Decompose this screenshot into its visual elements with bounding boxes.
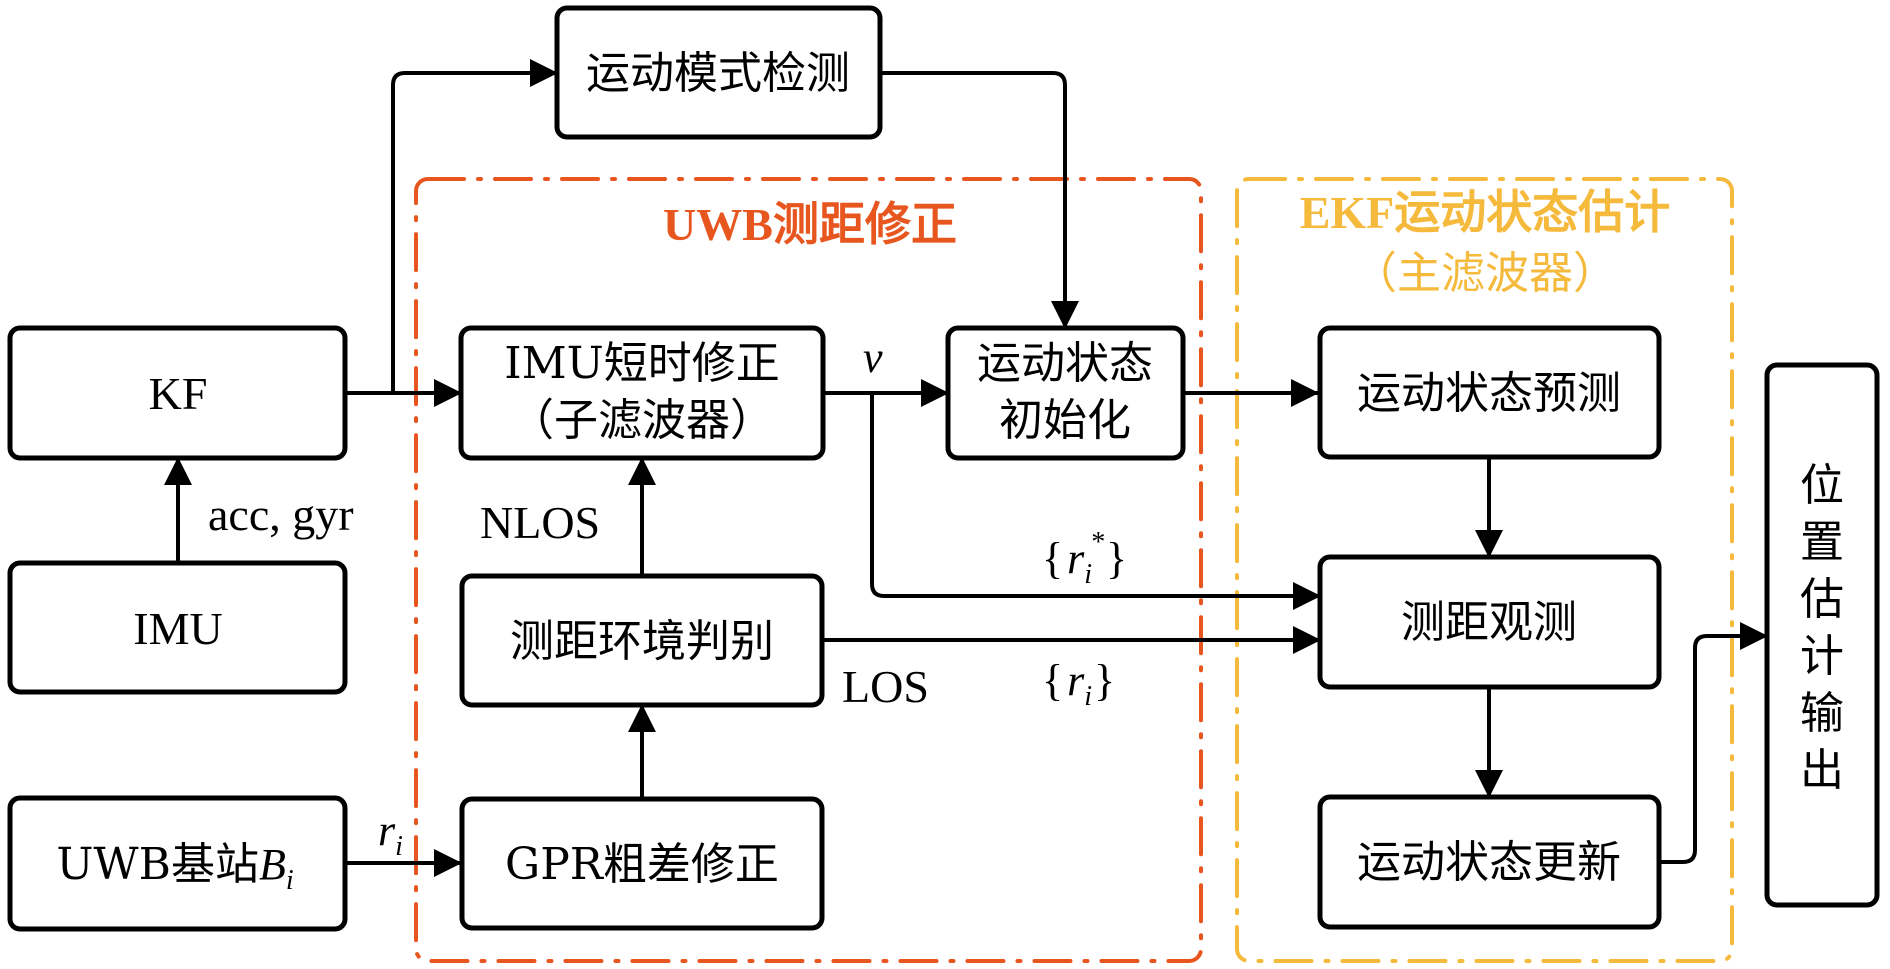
env-judge-label: 测距环境判别 — [510, 616, 774, 667]
edge-kf-to-motion-mode — [391, 59, 558, 393]
node-uwb-station: UWB基站Bi — [7, 795, 348, 932]
node-motion-mode-detection: 运动模式检测 — [554, 5, 883, 140]
node-motion-state-initialization: 运动状态 初始化 — [945, 325, 1186, 461]
output-char: 位 — [1800, 460, 1844, 511]
uwb-group-title: UWB测距修正 — [663, 199, 957, 250]
imu-label: IMU — [133, 603, 222, 654]
output-char: 出 — [1800, 745, 1844, 796]
label-los: LOS — [842, 661, 929, 712]
label-nlos: NLOS — [480, 497, 600, 548]
state-update-label: 运动状态更新 — [1357, 837, 1621, 888]
output-char: 计 — [1800, 631, 1844, 682]
node-position-estimate-output: 位 置 估 计 输 出 — [1764, 362, 1880, 908]
ekf-group-title: EKF运动状态估计 — [1300, 187, 1671, 238]
imu-correction-line1: IMU短时修正 — [504, 338, 780, 389]
range-obs-label: 测距观测 — [1401, 597, 1577, 648]
output-char: 估 — [1800, 574, 1844, 625]
uwb-ranging-correction-group — [414, 177, 1203, 963]
node-imu-short-term-correction: IMU短时修正 （子滤波器） — [458, 325, 826, 461]
output-char: 置 — [1800, 517, 1844, 568]
label-r-i-star-set: {ri*} — [1042, 527, 1127, 590]
kf-label: KF — [149, 368, 208, 419]
label-r-i-set: {ri} — [1042, 656, 1115, 712]
node-ranging-observation: 测距观测 — [1317, 554, 1662, 690]
node-motion-state-update: 运动状态更新 — [1317, 794, 1662, 930]
motion-mode-label: 运动模式检测 — [586, 48, 850, 99]
edge-v-to-range-obs — [870, 393, 1321, 610]
gpr-label: GPR粗差修正 — [505, 839, 779, 890]
output-char: 输 — [1800, 688, 1844, 739]
label-acc-gyr: acc, gyr — [208, 489, 354, 540]
label-r-i: ri — [378, 806, 403, 862]
edge-motion-mode-to-init — [880, 71, 1079, 329]
state-init-line2: 初始化 — [999, 395, 1131, 446]
node-kf: KF — [7, 325, 348, 461]
node-ranging-environment-judgment: 测距环境判别 — [459, 573, 825, 708]
state-predict-label: 运动状态预测 — [1357, 368, 1621, 419]
uwb-station-label: UWB基站Bi — [56, 839, 293, 896]
ekf-group-subtitle: （主滤波器） — [1353, 248, 1617, 299]
state-init-line1: 运动状态 — [977, 338, 1153, 389]
ekf-state-estimation-group — [1235, 177, 1734, 963]
node-gpr-gross-error-correction: GPR粗差修正 — [459, 796, 825, 931]
imu-correction-line2: （子滤波器） — [510, 395, 774, 446]
edge-update-to-output — [1659, 622, 1768, 864]
node-motion-state-prediction: 运动状态预测 — [1317, 325, 1662, 460]
node-imu: IMU — [7, 560, 348, 695]
label-v: v — [863, 333, 883, 382]
